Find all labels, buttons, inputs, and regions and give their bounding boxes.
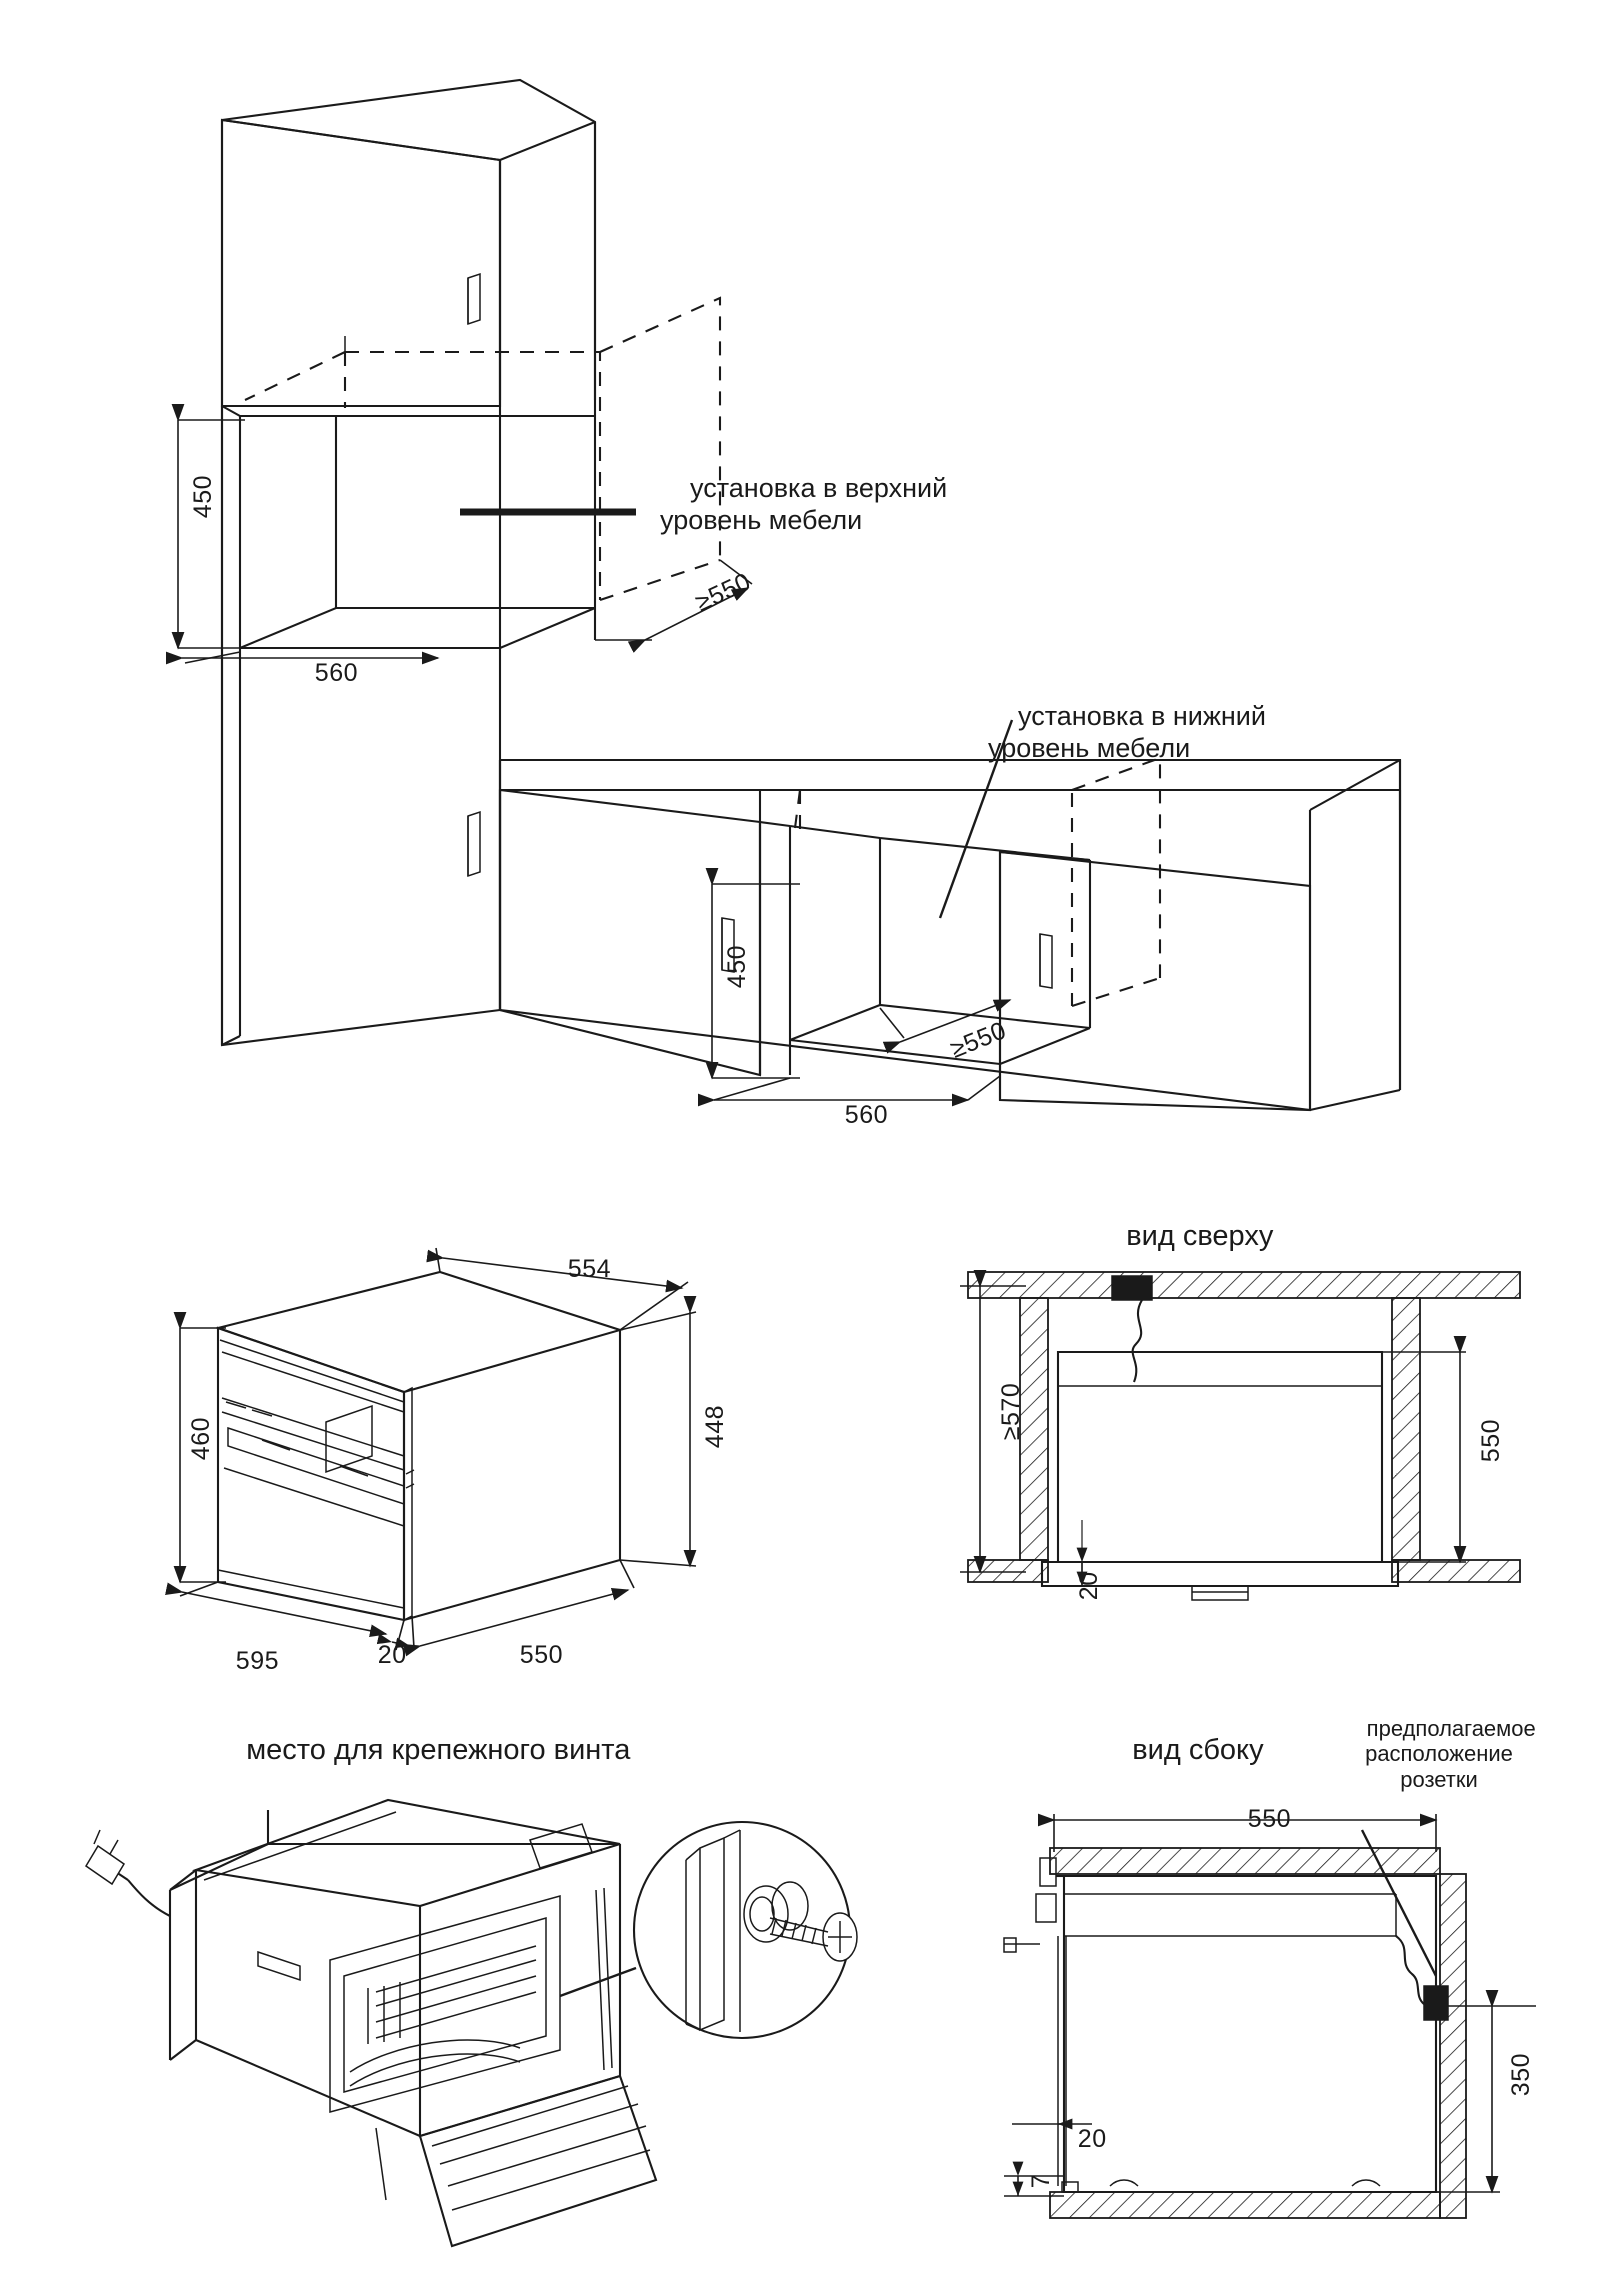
dim-oven-front-width: 595 [235,1647,280,1675]
dim-topview-niche-width: ≥570 [997,1382,1025,1441]
note-socket-location: предполагаемое расположение розетки [1365,1715,1536,1792]
dim-sideview-foot-gap: 7 [1027,2173,1055,2189]
dim-oven-left-height: 460 [187,1416,215,1461]
dim-sideview-socket-height: 350 [1507,2052,1535,2097]
dim-topview-front-offset: 20 [1075,1571,1103,1601]
dim-lower-cabinet-height: 450 [723,944,751,989]
heading-screw-location: место для крепежного винта [246,1733,631,1766]
heading-top-view: вид сверху [1126,1219,1274,1252]
dim-oven-top-depth: 554 [567,1255,612,1283]
oven-isometric-view [165,1247,697,1657]
dim-upper-cabinet-height: 450 [189,474,217,519]
mounting-screw-detail [84,1798,858,2248]
dim-sideview-door-thickness: 20 [1077,2125,1107,2153]
dim-sideview-depth: 550 [1247,1805,1292,1833]
note-upper-installation: установка в верхний уровень мебели [660,473,948,535]
note-lower-installation: установка в нижний уровень мебели [988,701,1266,763]
dim-oven-door-thickness: 20 [377,1641,407,1669]
dim-topview-body-width: 550 [1477,1418,1505,1463]
dim-oven-right-height: 448 [701,1404,729,1449]
dim-upper-cabinet-width: 560 [314,659,359,687]
top-view-section [960,1270,1521,1601]
side-view-section [1003,1813,1536,2219]
dim-lower-cabinet-width: 560 [844,1101,889,1129]
furniture-assembly-isometric [166,78,1402,1112]
dim-oven-body-depth: 550 [519,1641,564,1669]
heading-side-view: вид сбоку [1132,1733,1264,1766]
